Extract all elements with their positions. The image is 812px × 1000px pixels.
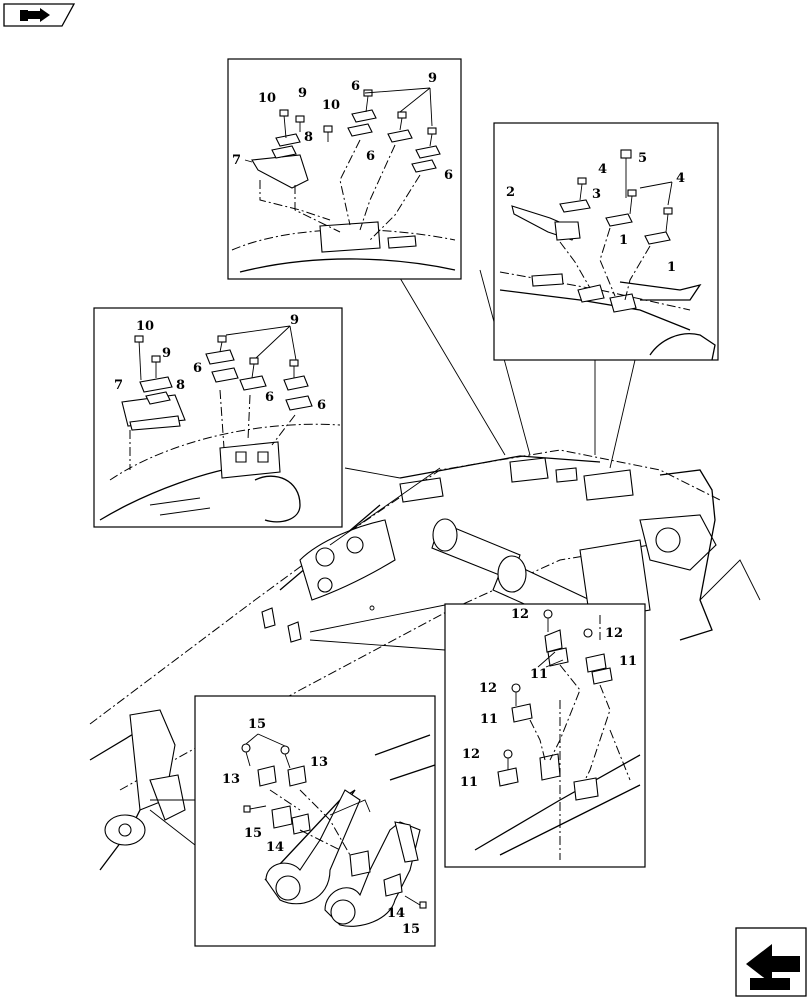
callout-label: 11 (530, 667, 548, 682)
callout-labels-left: 10 9 9 8 7 6 6 6 (114, 313, 326, 413)
callout-label: 8 (304, 130, 313, 145)
callout-label: 12 (511, 607, 529, 622)
callout-label: 9 (162, 346, 171, 361)
callout-label: 10 (136, 319, 154, 334)
callout-label: 7 (114, 378, 123, 393)
callout-label: 15 (248, 717, 266, 732)
callout-label: 8 (176, 378, 185, 393)
callout-label: 12 (605, 626, 623, 641)
callout-label: 6 (366, 149, 375, 164)
callout-label: 15 (244, 826, 262, 841)
detail-panel-left (93, 307, 343, 528)
callout-label: 13 (222, 772, 240, 787)
callout-labels-top-center: 10 9 10 8 6 9 7 6 6 (232, 71, 453, 183)
callout-label: 6 (265, 390, 274, 405)
callout-labels-bottom: 15 13 13 15 14 14 15 (222, 717, 420, 937)
callout-label: 1 (667, 260, 676, 275)
callout-label: 12 (462, 747, 480, 762)
callout-label: 3 (592, 187, 601, 202)
callout-label: 12 (479, 681, 497, 696)
callout-labels-top-right: 5 4 4 2 3 1 1 (506, 151, 685, 275)
callout-label: 7 (232, 153, 241, 168)
detail-panel-top-center (227, 58, 462, 280)
callout-label: 2 (506, 185, 515, 200)
callout-label: 9 (428, 71, 437, 86)
callout-label: 6 (351, 79, 360, 94)
detail-panel-right-lower (444, 603, 646, 868)
callout-label: 9 (290, 313, 299, 328)
callout-label: 6 (193, 361, 202, 376)
callout-label: 11 (480, 712, 498, 727)
callout-label: 6 (317, 398, 326, 413)
callout-label: 10 (258, 91, 276, 106)
callout-label: 4 (676, 171, 685, 186)
book-arrow-icon[interactable] (3, 3, 76, 27)
callout-labels-right-lower: 12 12 11 11 12 11 12 11 (460, 607, 637, 790)
callout-label: 11 (460, 775, 478, 790)
callout-label: 10 (322, 98, 340, 113)
callout-label: 11 (619, 654, 637, 669)
callout-label: 14 (266, 840, 284, 855)
callout-label: 14 (387, 906, 405, 921)
detail-panel-bottom (194, 695, 436, 947)
callout-label: 13 (310, 755, 328, 770)
callout-label: 15 (402, 922, 420, 937)
callout-label: 6 (444, 168, 453, 183)
boom-assembly-drawing (89, 269, 761, 871)
next-page-arrow-icon[interactable] (735, 927, 807, 997)
detail-panel-top-right (493, 122, 719, 361)
callout-label: 5 (638, 151, 647, 166)
callout-label: 1 (619, 233, 628, 248)
callout-label: 9 (298, 86, 307, 101)
callout-label: 4 (598, 162, 607, 177)
